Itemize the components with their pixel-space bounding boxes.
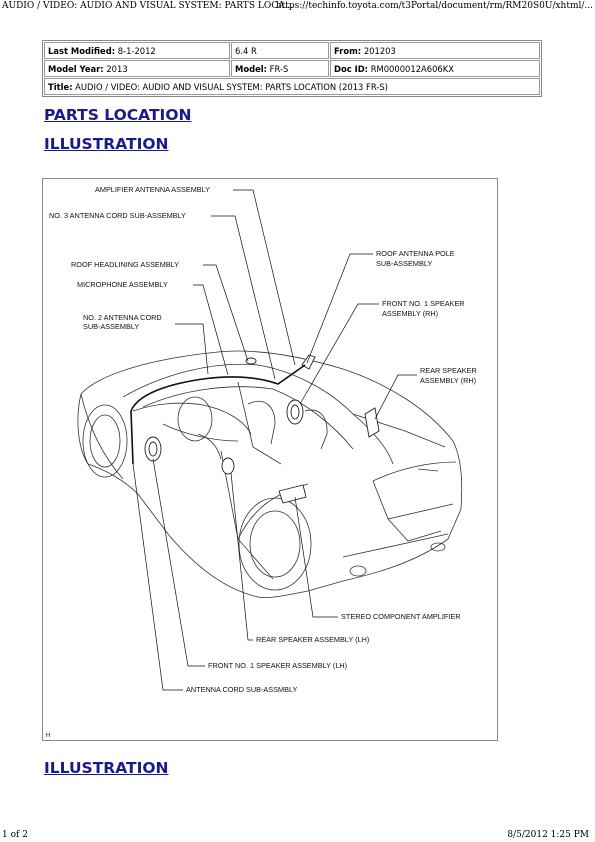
title-label: Title: <box>48 81 73 92</box>
car-line-drawing <box>77 350 463 599</box>
label-rear-speaker-rh-line1: REAR SPEAKER <box>420 366 477 375</box>
title-cell: Title: AUDIO / VIDEO: AUDIO AND VISUAL S… <box>44 78 540 95</box>
model-label: Model: <box>235 63 267 74</box>
section-heading-parts-location: PARTS LOCATION <box>44 106 192 124</box>
last-modified-label: Last Modified: <box>48 45 116 56</box>
label-front-no1-rh-line2: ASSEMBLY (RH) <box>382 309 438 318</box>
front-speaker-lh-cone <box>148 441 158 457</box>
front-speaker-rh-cone <box>290 404 300 420</box>
label-rear-speaker-rh-line2: ASSEMBLY (RH) <box>420 376 476 385</box>
from-value: 201203 <box>363 45 396 56</box>
rear-speaker-rh-shape <box>364 407 380 438</box>
roof-antenna-shape <box>301 354 316 370</box>
from-cell: From: 201203 <box>330 42 540 59</box>
stereo-amplifier-shape <box>278 484 307 504</box>
label-amplifier-antenna: AMPLIFIER ANTENNA ASSEMBLY <box>95 185 210 194</box>
last-modified-value: 8-1-2012 <box>117 45 156 56</box>
rear-speaker-lh-shape <box>221 457 235 475</box>
meta-row-3: Title: AUDIO / VIDEO: AUDIO AND VISUAL S… <box>44 78 540 95</box>
label-no3-antenna-cord: NO. 3 ANTENNA CORD SUB-ASSEMBLY <box>49 211 186 220</box>
version-cell: 6.4 R <box>231 42 329 59</box>
label-roof-antenna-pole-line2: SUB-ASSEMBLY <box>376 259 432 268</box>
page-footer-page-count: 1 of 2 <box>2 830 28 840</box>
model-value: FR-S <box>269 63 289 74</box>
page-header-title: AUDIO / VIDEO: AUDIO AND VISUAL SYSTEM: … <box>2 1 294 11</box>
meta-row-1: Last Modified: 8-1-2012 6.4 R From: 2012… <box>44 42 540 59</box>
document-meta-table: Last Modified: 8-1-2012 6.4 R From: 2012… <box>42 40 542 97</box>
doc-id-label: Doc ID: <box>334 63 369 74</box>
label-stereo-amplifier: STEREO COMPONENT AMPLIFIER <box>341 612 460 621</box>
figure-corner-mark: H <box>46 733 50 739</box>
car-diagram: AMPLIFIER ANTENNA ASSEMBLY NO. 3 ANTENNA… <box>46 185 477 739</box>
page-footer-datetime: 8/5/2012 1:25 PM <box>507 830 589 840</box>
version-value: 6.4 R <box>235 45 257 56</box>
label-roof-headlining: ROOF HEADLINING ASSEMBLY <box>71 260 179 269</box>
title-value: AUDIO / VIDEO: AUDIO AND VISUAL SYSTEM: … <box>75 81 388 92</box>
microphone-shape <box>245 357 257 365</box>
meta-row-2: Model Year: 2013 Model: FR-S Doc ID: RM0… <box>44 60 540 77</box>
model-cell: Model: FR-S <box>231 60 329 77</box>
label-roof-antenna-pole-line1: ROOF ANTENNA POLE <box>376 249 455 258</box>
antenna-cord-paths <box>130 364 306 465</box>
section-heading-illustration-2: ILLUSTRATION <box>44 759 169 777</box>
leader-lines <box>132 189 417 691</box>
label-antenna-cord: ANTENNA CORD SUB-ASSMBLY <box>186 685 297 694</box>
section-heading-illustration: ILLUSTRATION <box>44 135 169 153</box>
last-modified-cell: Last Modified: 8-1-2012 <box>44 42 230 59</box>
label-microphone: MICROPHONE ASSEMBLY <box>77 280 168 289</box>
from-label: From: <box>334 45 362 56</box>
model-year-cell: Model Year: 2013 <box>44 60 230 77</box>
label-no2-antenna-cord-line2: SUB-ASSEMBLY <box>83 322 139 331</box>
label-no2-antenna-cord-line1: NO. 2 ANTENNA CORD <box>83 313 162 322</box>
label-front-no1-rh-line1: FRONT NO. 1 SPEAKER <box>382 299 465 308</box>
doc-id-value: RM0000012A606KX <box>370 63 454 74</box>
parts-location-illustration: AMPLIFIER ANTENNA ASSEMBLY NO. 3 ANTENNA… <box>42 178 498 741</box>
model-year-value: 2013 <box>106 63 128 74</box>
model-year-label: Model Year: <box>48 63 104 74</box>
doc-id-cell: Doc ID: RM0000012A606KX <box>330 60 540 77</box>
label-front-no1-lh: FRONT NO. 1 SPEAKER ASSEMBLY (LH) <box>208 661 347 670</box>
component-shapes <box>144 354 380 504</box>
page-header-url: https://techinfo.toyota.com/t3Portal/doc… <box>275 1 593 11</box>
label-rear-speaker-lh: REAR SPEAKER ASSEMBLY (LH) <box>256 635 369 644</box>
